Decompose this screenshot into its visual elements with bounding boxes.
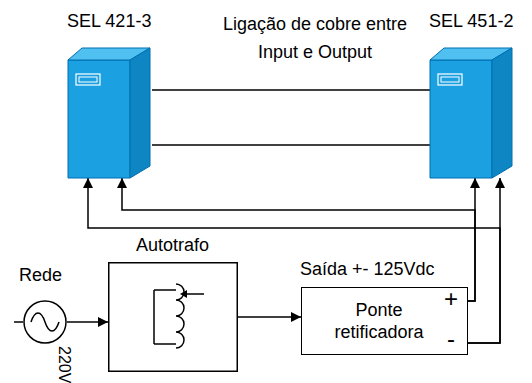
terminal-minus: - (447, 328, 455, 350)
wire-connector (67, 321, 108, 323)
device-name: SEL 451-2 (429, 10, 513, 32)
autotransformer-box: Autotrafo (108, 262, 238, 372)
wire-connector (152, 89, 430, 91)
output-label: Saída +- 125Vdc (300, 258, 435, 280)
source-name: Rede (19, 264, 62, 286)
box-label: Ponte retificadora (319, 299, 439, 343)
wire-connector (468, 178, 475, 301)
ac-source: Rede220V (23, 300, 67, 344)
ac-source-outline (23, 300, 67, 344)
server-tower-outline (430, 48, 512, 178)
server-tower: SEL 451-2 (430, 48, 512, 178)
note-text: Ligação de cobre entre Input e Output (222, 10, 408, 66)
source-stub (14, 321, 23, 323)
wire-connector (152, 144, 430, 146)
server-tower-outline (68, 48, 150, 178)
wire-connector (238, 316, 301, 318)
wire-connector (468, 178, 500, 343)
server-tower: SEL 421-3 (68, 48, 150, 178)
device-name: SEL 421-3 (67, 10, 151, 32)
voltage-label: 220V (53, 346, 75, 383)
terminal-plus: + (444, 288, 458, 310)
box-heading: Autotrafo (136, 234, 209, 256)
process-box: Ponte retificadora (301, 287, 468, 355)
autotransformer-box-outline (108, 262, 238, 372)
